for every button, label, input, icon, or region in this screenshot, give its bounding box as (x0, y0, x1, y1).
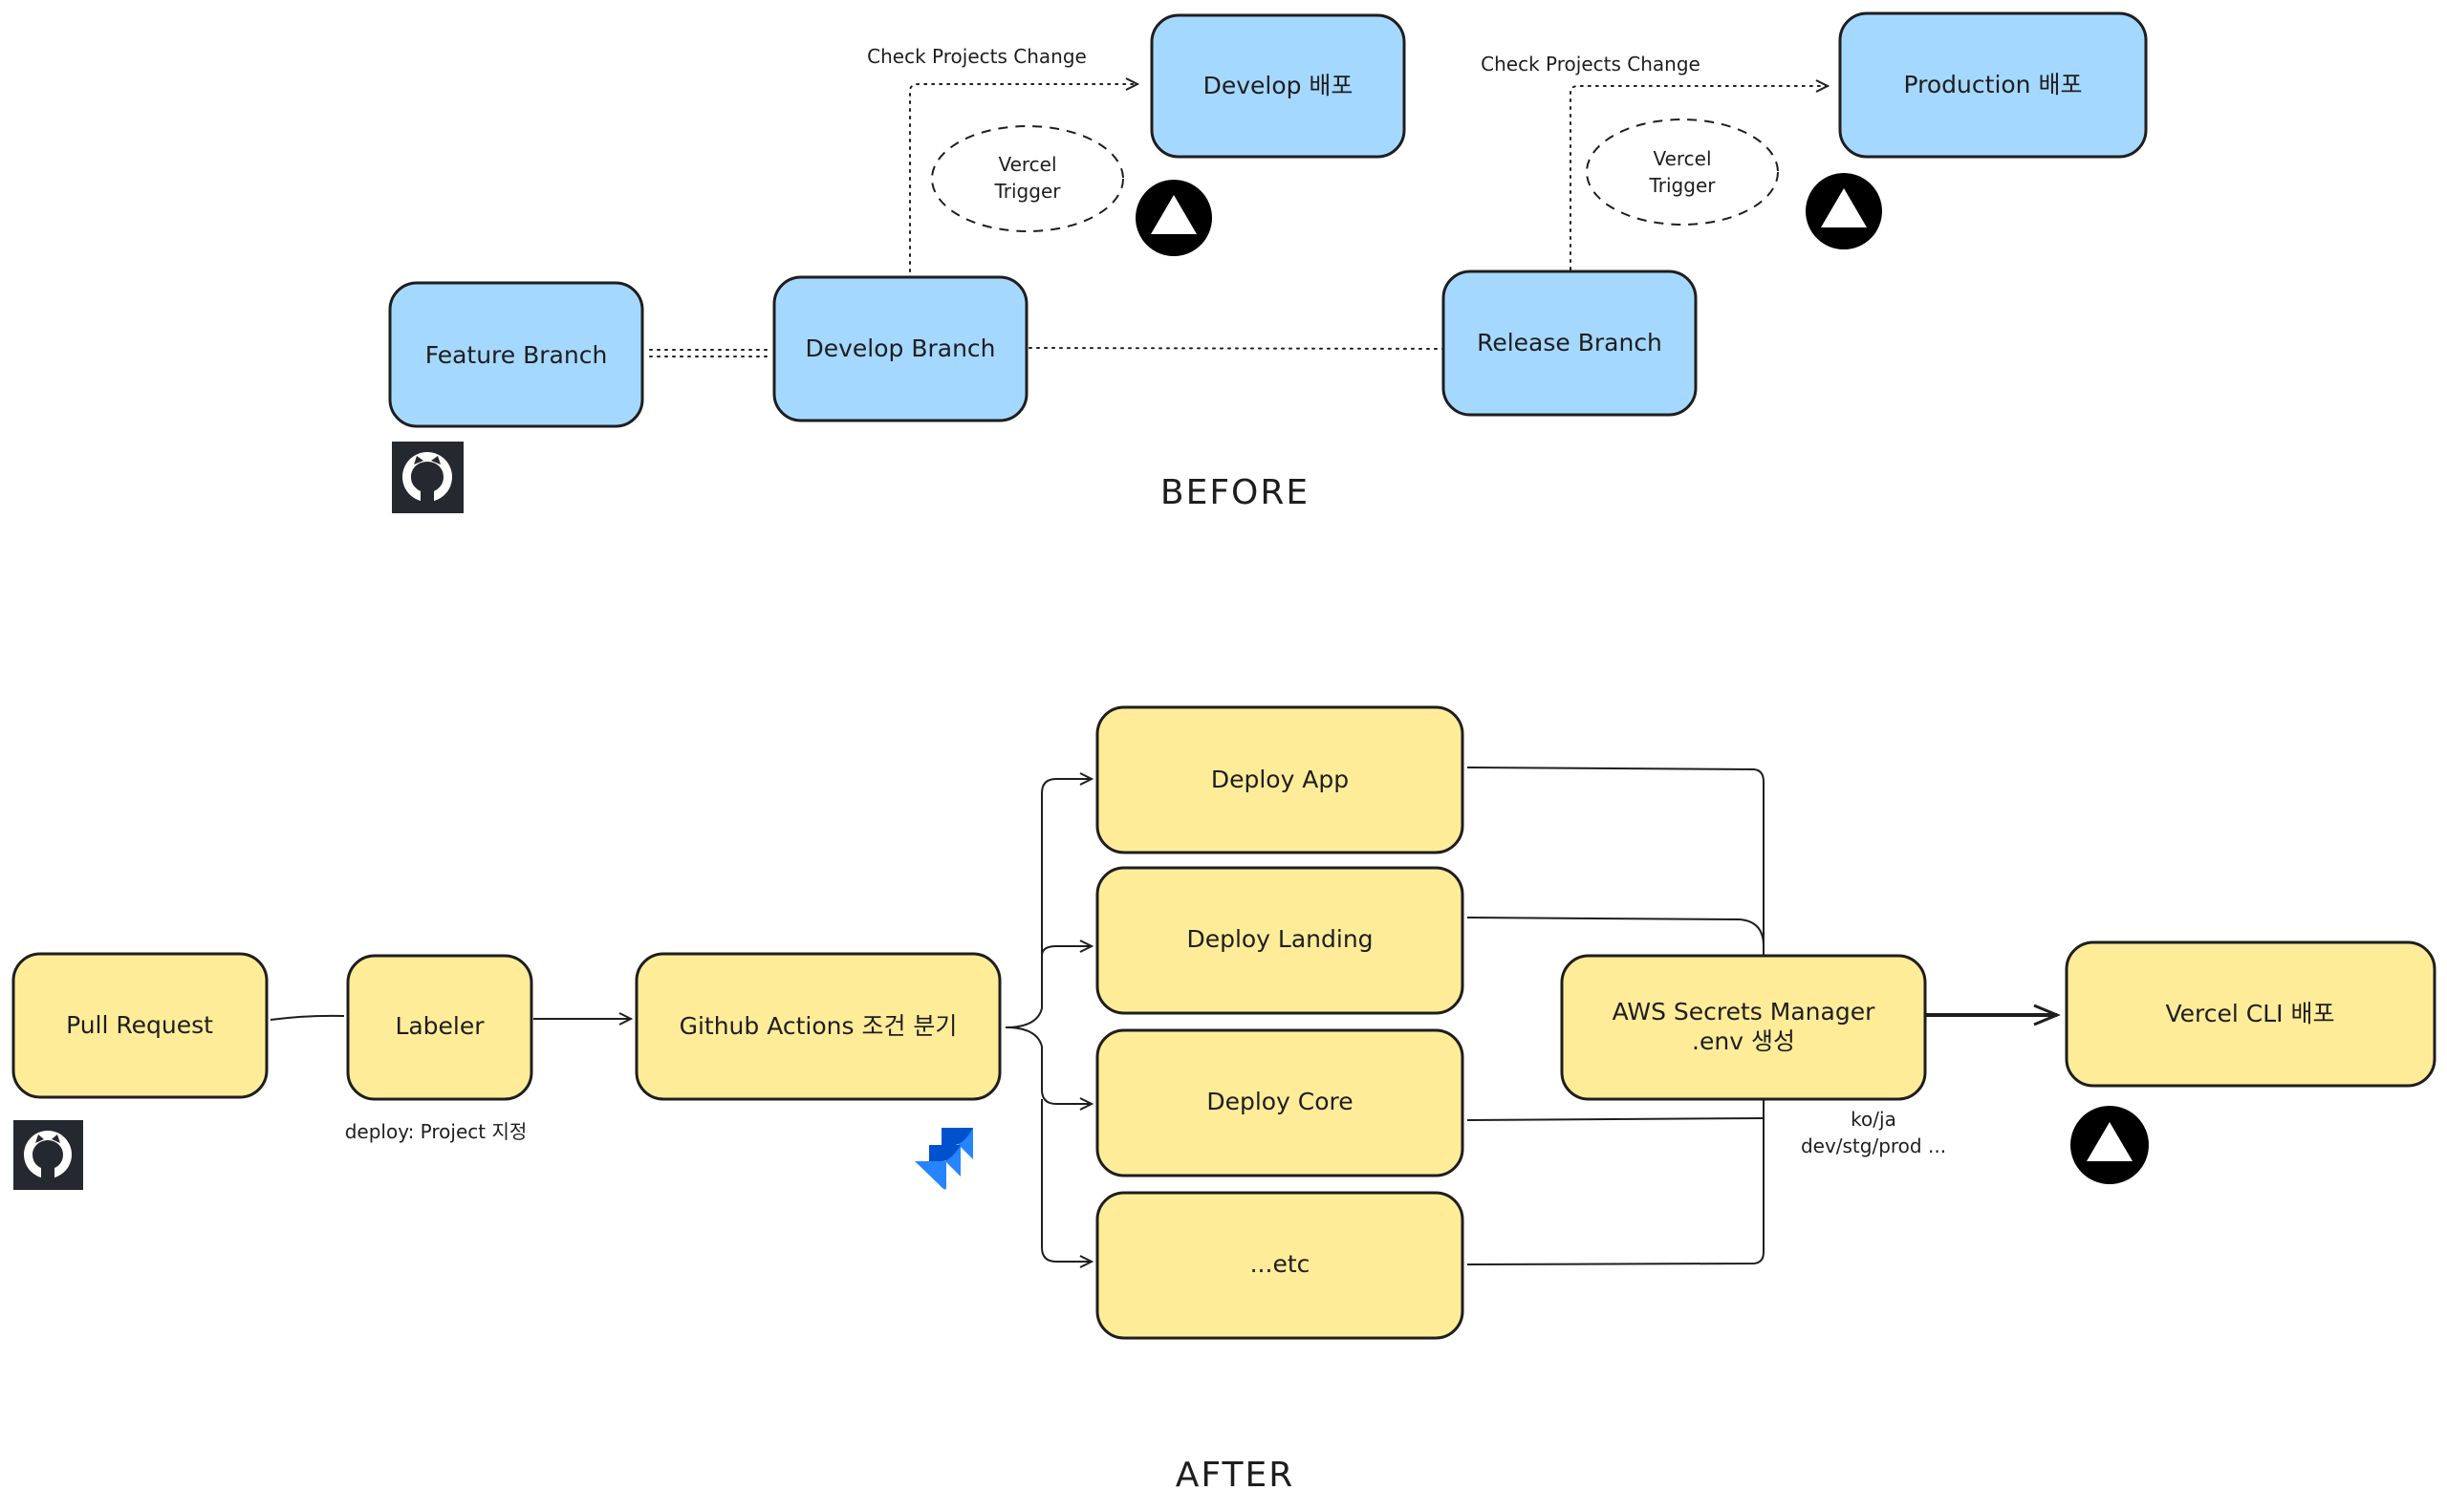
develop-branch-label: Develop Branch (805, 335, 995, 362)
vercel-icon (1136, 180, 1212, 256)
deploy-to-aws-connector (1466, 767, 1765, 1265)
deploy-app-label: Deploy App (1211, 766, 1349, 793)
github-icon (392, 442, 464, 513)
connector-pr-labeler (270, 1014, 345, 1021)
deploy-etc-box (1095, 1191, 1464, 1340)
arrow-release-to-production (1570, 79, 1830, 270)
vercel-trigger-label-1b: Trigger (994, 180, 1062, 203)
vercel-cli-box (2065, 940, 2436, 1088)
pull-request-box (11, 952, 269, 1099)
aws-note-1: ko/ja (1851, 1108, 1896, 1131)
vercel-trigger-label-2a: Vercel (1653, 147, 1711, 170)
vercel-trigger-ellipse-1 (931, 125, 1124, 232)
aws-secrets-label-2: .env 생성 (1692, 1027, 1795, 1055)
aws-secrets-label-1: AWS Secrets Manager (1613, 998, 1875, 1026)
check-projects-change-label-2: Check Projects Change (1481, 53, 1700, 76)
release-branch-label: Release Branch (1477, 329, 1662, 356)
vercel-cli-label: Vercel CLI 배포 (2166, 1000, 2335, 1027)
production-deploy-box (1838, 11, 2148, 159)
check-projects-change-label-1: Check Projects Change (867, 45, 1087, 68)
github-actions-label: Github Actions 조건 분기 (680, 1012, 958, 1040)
deploy-landing-label: Deploy Landing (1186, 925, 1373, 953)
develop-deploy-box (1150, 13, 1406, 159)
before-section-label: BEFORE (1160, 473, 1310, 512)
vercel-trigger-label-2b: Trigger (1649, 174, 1717, 197)
deploy-core-label: Deploy Core (1206, 1088, 1353, 1115)
github-icon (13, 1120, 83, 1190)
vercel-trigger-label-1a: Vercel (998, 153, 1056, 176)
labeler-box (346, 954, 533, 1101)
aws-secrets-box (1560, 954, 1927, 1101)
vercel-icon (1806, 173, 1882, 249)
vercel-icon (2070, 1106, 2149, 1184)
feature-branch-box (388, 281, 644, 428)
labeler-label: Labeler (395, 1012, 485, 1040)
deploy-app-box (1095, 705, 1464, 854)
connector-develop-release (1029, 347, 1444, 350)
deploy-landing-box (1095, 866, 1464, 1015)
deploy-core-box (1095, 1028, 1464, 1177)
production-deploy-label: Production 배포 (1904, 71, 2083, 98)
release-branch-box (1441, 270, 1698, 417)
develop-branch-box (772, 275, 1029, 422)
develop-deploy-label: Develop 배포 (1203, 72, 1353, 99)
vercel-trigger-ellipse-2 (1586, 119, 1779, 226)
deploy-etc-label: ...etc (1250, 1250, 1310, 1278)
labeler-note: deploy: Project 지정 (345, 1120, 528, 1143)
arrow-develop-to-deploy (909, 77, 1140, 280)
github-actions-box (635, 952, 1002, 1101)
after-section-label: AFTER (1176, 1456, 1294, 1495)
branch-connector (1005, 772, 1094, 1268)
feature-branch-label: Feature Branch (425, 341, 608, 369)
aws-note-2: dev/stg/prod ... (1801, 1134, 1946, 1157)
jira-icon (915, 1128, 973, 1190)
pull-request-label: Pull Request (66, 1011, 213, 1039)
